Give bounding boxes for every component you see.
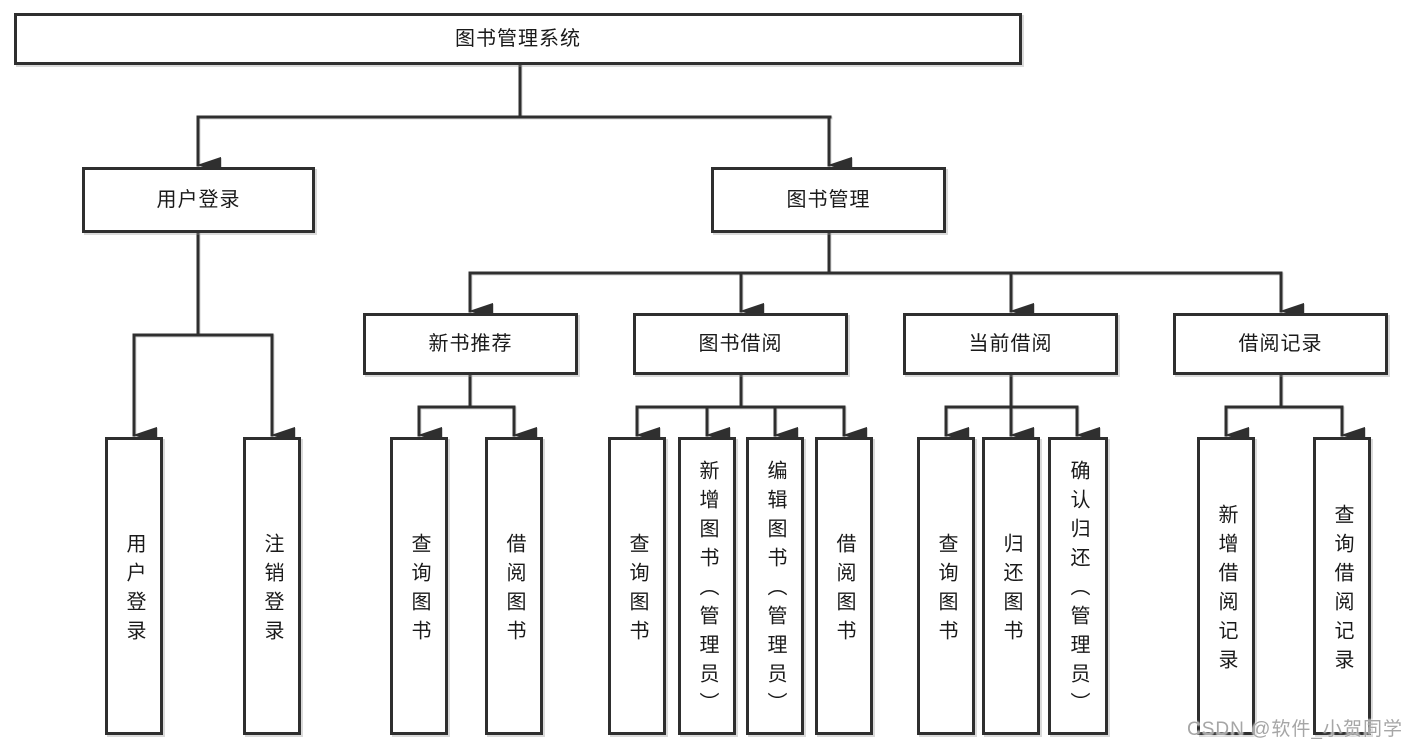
- leaf-add-borrow-record-label: 新增借阅记录: [1215, 503, 1237, 678]
- node-book-management-label: 图书管理: [786, 189, 871, 211]
- leaf-borrowing-query-books: 查询图书: [608, 437, 666, 735]
- leaf-add-books-admin-label: 新增图书（管理员）: [696, 460, 718, 721]
- leaf-borrow-books: 借阅图书: [815, 437, 873, 735]
- leaf-confirm-return-admin: 确认归还（管理员）: [1048, 437, 1108, 735]
- node-borrowing-records: 借阅记录: [1173, 313, 1388, 375]
- leaf-edit-books-admin-label: 编辑图书（管理员）: [764, 460, 786, 721]
- node-user-login: 用户登录: [82, 167, 315, 233]
- leaf-query-borrow-record: 查询借阅记录: [1313, 437, 1371, 735]
- leaf-logout: 注销登录: [243, 437, 301, 735]
- leaf-edit-books-admin: 编辑图书（管理员）: [746, 437, 804, 735]
- node-current-borrowing: 当前借阅: [903, 313, 1118, 375]
- node-book-borrowing: 图书借阅: [633, 313, 848, 375]
- leaf-add-books-admin: 新增图书（管理员）: [678, 437, 736, 735]
- leaf-query-borrow-record-label: 查询借阅记录: [1331, 503, 1353, 678]
- leaf-logout-label: 注销登录: [261, 532, 283, 649]
- node-borrowing-records-label: 借阅记录: [1238, 333, 1323, 355]
- node-root-label: 图书管理系统: [455, 28, 581, 50]
- leaf-recommend-borrow-books: 借阅图书: [485, 437, 543, 735]
- leaf-recommend-query-books-label: 查询图书: [408, 532, 430, 649]
- watermark: CSDN @软件_小贺同学: [1187, 719, 1403, 740]
- leaf-recommend-query-books: 查询图书: [390, 437, 448, 735]
- leaf-user-login-label: 用户登录: [123, 532, 145, 649]
- leaf-recommend-borrow-books-label: 借阅图书: [503, 532, 525, 649]
- leaf-borrow-books-label: 借阅图书: [833, 532, 855, 649]
- leaf-return-books: 归还图书: [982, 437, 1040, 735]
- leaf-current-query-books-label: 查询图书: [935, 532, 957, 649]
- node-root: 图书管理系统: [14, 13, 1022, 65]
- leaf-current-query-books: 查询图书: [917, 437, 975, 735]
- leaf-user-login: 用户登录: [105, 437, 163, 735]
- leaf-borrowing-query-books-label: 查询图书: [626, 532, 648, 649]
- node-book-borrowing-label: 图书借阅: [698, 333, 783, 355]
- leaf-add-borrow-record: 新增借阅记录: [1197, 437, 1255, 735]
- node-user-login-label: 用户登录: [156, 189, 241, 211]
- node-new-book-recommend-label: 新书推荐: [428, 333, 513, 355]
- leaf-return-books-label: 归还图书: [1000, 532, 1022, 649]
- node-current-borrowing-label: 当前借阅: [968, 333, 1053, 355]
- node-new-book-recommend: 新书推荐: [363, 313, 578, 375]
- node-book-management: 图书管理: [711, 167, 946, 233]
- leaf-confirm-return-admin-label: 确认归还（管理员）: [1067, 460, 1089, 721]
